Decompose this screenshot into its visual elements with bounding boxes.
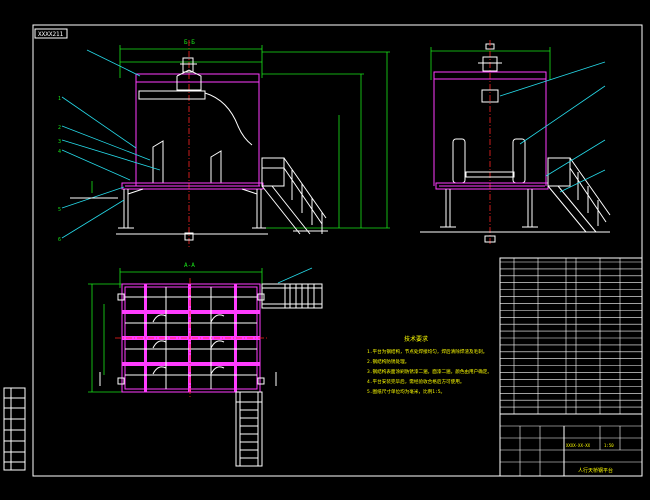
svg-text:2: 2 <box>58 125 61 131</box>
revision-strip <box>3 387 26 471</box>
note-line-4: 4.平台安装完毕后，需经验收合格后方可使用。 <box>367 378 464 385</box>
side-elevation <box>420 40 611 245</box>
svg-text:5: 5 <box>58 207 61 213</box>
note-line-1: 1.平台为钢结构，节点处焊接均匀，焊后清除焊渣及毛刺。 <box>367 348 487 355</box>
svg-text:4: 4 <box>58 149 61 155</box>
notes-heading: 技术要求 <box>404 335 428 343</box>
drawing-code-box <box>34 28 68 39</box>
note-line-3: 3.钢结构表面涂刷防锈漆二遍，面漆二遍，颜色由用户确定。 <box>367 368 492 375</box>
plan-view: А-А <box>88 262 323 467</box>
svg-text:1: 1 <box>58 96 61 102</box>
svg-text:3: 3 <box>58 139 61 145</box>
front-view-label: Б-Б <box>184 39 195 46</box>
front-elevation: Б-Б <box>58 39 390 248</box>
parts-list-table <box>499 257 643 415</box>
title-block: XXXX-XX-XX 1:50 人行天桥钢平台 <box>499 413 643 477</box>
drawing-scale: 1:50 <box>604 443 614 448</box>
note-line-5: 5.图纸尺寸单位均为毫米，比例1:5。 <box>367 388 445 395</box>
sheet-border <box>32 24 643 477</box>
drawing-code: XXXX211 <box>38 31 64 38</box>
note-line-2: 2.钢结构防锈处理。 <box>367 358 409 365</box>
technical-notes: 技术要求 1.平台为钢结构，节点处焊接均匀，焊后清除焊渣及毛刺。 2.钢结构防锈… <box>367 335 492 395</box>
project-name: 人行天桥钢平台 <box>578 467 613 474</box>
plan-view-label: А-А <box>184 262 195 269</box>
drawing-number: XXXX-XX-XX <box>566 443 591 448</box>
svg-text:6: 6 <box>58 237 61 243</box>
